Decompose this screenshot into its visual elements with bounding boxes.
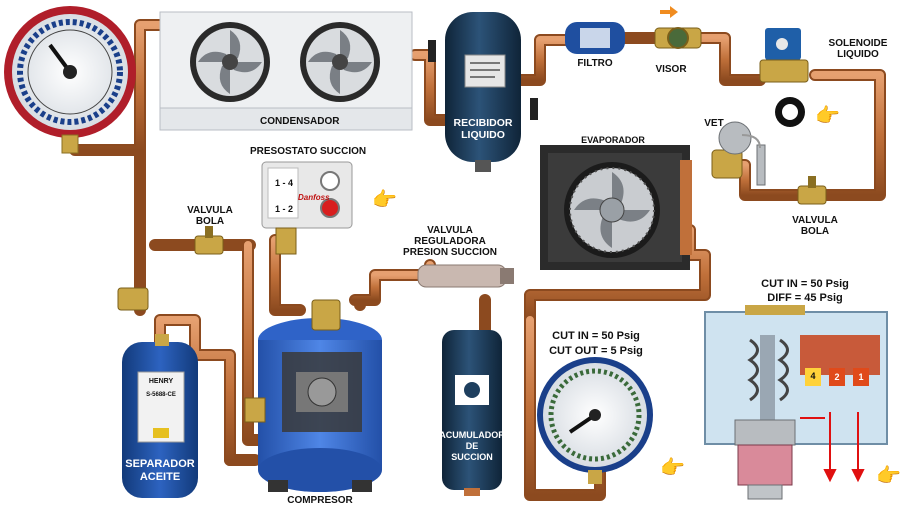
terminal-1-label: 1 bbox=[858, 372, 864, 382]
contact-arrows bbox=[800, 412, 865, 483]
ball-valve-right bbox=[797, 176, 827, 205]
ball-valve-left-label-line2: BOLA bbox=[195, 216, 225, 227]
liquid-receiver bbox=[428, 12, 538, 172]
ball-valve-left-label-line1: VALVULA bbox=[187, 205, 233, 216]
high-pressure-gauge bbox=[4, 6, 136, 154]
oil-separator-label-line2: ACEITE bbox=[139, 471, 181, 483]
suction-pressure-regulator bbox=[417, 264, 514, 288]
accumulator-label-line2: DE bbox=[465, 441, 479, 451]
sight-glass-label: VISOR bbox=[655, 64, 687, 75]
accumulator-label-line3: SUCCION bbox=[451, 452, 493, 462]
pointing-hand-icon: 👉 bbox=[372, 189, 397, 211]
pressure-switch-dial-1: 1 - 4 bbox=[274, 178, 293, 188]
solenoid-label-line2: LIQUIDO bbox=[837, 49, 879, 60]
terminal-4-label: 4 bbox=[810, 371, 816, 381]
ball-valve-right-label-line1: VALVULA bbox=[792, 215, 838, 226]
pointing-hand-icon: 👉 bbox=[876, 465, 901, 487]
regulator-label-line2: REGULADORA bbox=[414, 236, 486, 247]
gauge-cut-in-label: CUT IN = 50 Psig bbox=[552, 330, 640, 342]
condenser-unit bbox=[159, 11, 413, 131]
solenoid-label-line1: SOLENOIDE bbox=[828, 38, 888, 49]
fan-icon bbox=[190, 22, 270, 102]
suction-pressure-switch bbox=[261, 161, 353, 255]
suction-accumulator bbox=[442, 330, 502, 496]
separator-brand: HENRY bbox=[148, 378, 174, 385]
pressure-switch-dial-2: 1 - 2 bbox=[274, 204, 293, 214]
arrow-right-icon bbox=[660, 6, 678, 18]
control-cut-in-label: CUT IN = 50 Psig bbox=[761, 278, 849, 290]
low-pressure-gauge bbox=[537, 357, 653, 484]
accumulator-label-line1: ACUMULADOR bbox=[439, 430, 505, 440]
filter-drier bbox=[565, 22, 625, 54]
oil-separator-label-line1: SEPARADOR bbox=[125, 458, 195, 470]
separator-model: S-5688-CE bbox=[146, 392, 176, 398]
pressure-switch-brand: Danfoss bbox=[298, 193, 330, 202]
receiver-label-line1: RECIBIDOR bbox=[453, 117, 513, 129]
fan-icon bbox=[564, 162, 660, 258]
sight-glass bbox=[654, 6, 702, 49]
gauge-cut-out-label: CUT OUT = 5 Psig bbox=[549, 345, 643, 357]
vet-label: VET bbox=[704, 118, 724, 129]
evaporator-label: EVAPORADOR bbox=[581, 135, 645, 145]
pointing-hand-icon: 👉 bbox=[815, 105, 840, 127]
terminal-2-label: 2 bbox=[834, 372, 840, 382]
pressure-switch-label: PRESOSTATO SUCCION bbox=[250, 146, 367, 157]
compressor-label: COMPRESOR bbox=[287, 495, 353, 506]
filter-label: FILTRO bbox=[577, 58, 613, 69]
regulator-label-line1: VALVULA bbox=[427, 225, 473, 236]
solenoid-valve bbox=[759, 28, 809, 127]
condenser-label: CONDENSADOR bbox=[260, 116, 340, 127]
ball-valve-left bbox=[194, 226, 224, 255]
expansion-valve bbox=[711, 121, 766, 186]
compressor bbox=[244, 299, 382, 492]
oil-separator bbox=[117, 287, 198, 498]
pressure-control-cutaway bbox=[704, 305, 888, 500]
ball-valve-right-label-line2: BOLA bbox=[800, 226, 830, 237]
evaporator-unit bbox=[540, 145, 692, 270]
regulator-label-line3: PRESION SUCCION bbox=[403, 247, 497, 258]
pointing-hand-icon: 👉 bbox=[660, 457, 685, 479]
control-diff-label: DIFF = 45 Psig bbox=[767, 292, 843, 304]
fan-icon bbox=[300, 22, 380, 102]
receiver-label-line2: LIQUIDO bbox=[461, 129, 505, 141]
